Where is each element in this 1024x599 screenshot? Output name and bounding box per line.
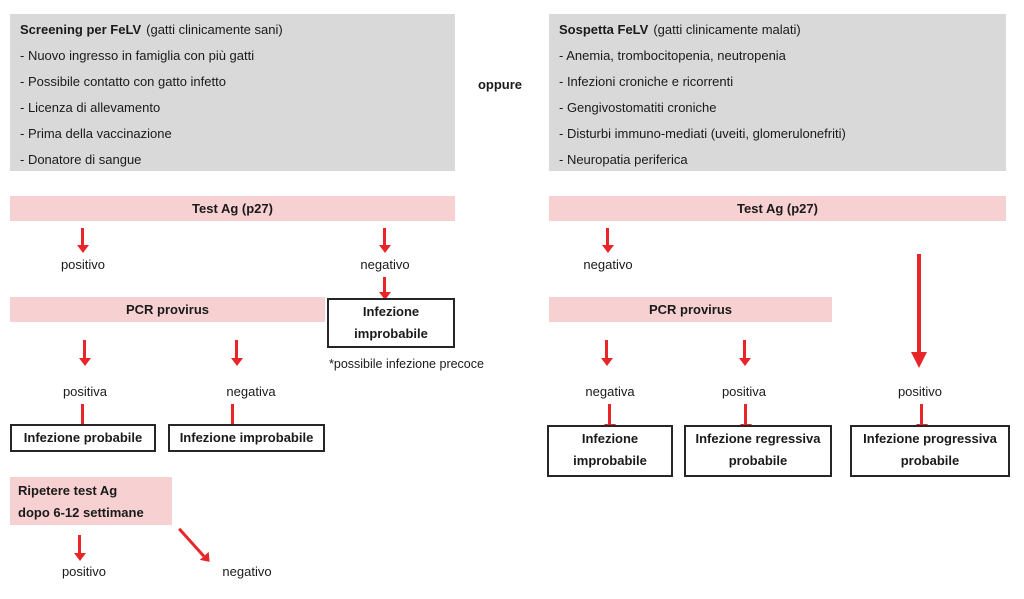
label-repeat-negativo: negativo — [222, 564, 272, 579]
infection-regressive-box: Infezione regressiva probabile — [684, 425, 832, 477]
screening-item: - Prima della vaccinazione — [20, 126, 172, 141]
arrow-testag-negative-right — [606, 228, 609, 245]
arrow-testag-negative-left — [383, 228, 386, 245]
screening-item: - Possibile contatto con gatto infetto — [20, 74, 226, 89]
label-pcr-positiva-left: positiva — [62, 384, 108, 399]
label-pcr-negativa-right: negativa — [585, 384, 635, 399]
suspect-subtitle: (gatti clinicamente malati) — [653, 22, 801, 37]
repeat-test-line1: Ripetere test Ag — [18, 483, 118, 498]
infection-improbable-early-line2: improbabile — [354, 326, 428, 341]
oppure-label: oppure — [477, 77, 523, 92]
repeat-test-line2: dopo 6-12 settimane — [18, 505, 144, 520]
arrow-pcr-negative-left — [235, 340, 238, 358]
screening-criteria-box: Screening per FeLV (gatti clinicamente sa… — [10, 14, 455, 171]
early-infection-footnote: *possibile infezione precoce — [329, 357, 484, 371]
repeat-test-box: Ripetere test Ag dopo 6-12 settimane — [10, 477, 172, 525]
screening-item: - Licenza di allevamento — [20, 100, 161, 115]
label-testag-negativo-right: negativo — [583, 257, 633, 272]
arrow-to-regressive-box — [744, 404, 747, 424]
arrow-to-improbable-box-left — [231, 404, 234, 424]
screening-subtitle: (gatti clinicamente sani) — [146, 22, 283, 37]
label-pcr-positiva-right: positiva — [721, 384, 767, 399]
label-testag-negativo-left: negativo — [360, 257, 410, 272]
label-testag-positivo-right: positivo — [897, 384, 943, 399]
infection-improbable-right-line2: improbabile — [573, 453, 647, 468]
arrow-to-probable-box — [81, 404, 84, 424]
arrow-pcr-negative-right — [605, 340, 608, 358]
suspect-item: - Gengivostomatiti croniche — [559, 100, 717, 115]
label-testag-positivo-left: positivo — [60, 257, 106, 272]
arrow-testag-positive-left — [81, 228, 84, 245]
label-repeat-positivo: positivo — [61, 564, 107, 579]
arrow-repeat-positive — [78, 535, 81, 553]
infection-progressive-box: Infezione progressiva probabile — [850, 425, 1010, 477]
arrow-to-progressive-box — [920, 404, 923, 424]
test-ag-bar-right: Test Ag (p27) — [549, 196, 1006, 221]
arrow-negative-to-improbable-early — [383, 277, 386, 292]
infection-regressive-line2: probabile — [728, 453, 788, 468]
arrow-testag-positive-right-long — [917, 254, 921, 352]
infection-improbable-early-line1: Infezione — [362, 304, 420, 319]
suspect-item: - Anemia, trombocitopenia, neutropenia — [559, 48, 786, 63]
screening-item: - Nuovo ingresso in famiglia con più gat… — [20, 48, 255, 63]
infection-improbable-box-right: Infezione improbabile — [547, 425, 673, 477]
infection-probable-box: Infezione probabile — [10, 424, 156, 452]
suspect-title: Sospetta FeLV — [559, 22, 649, 37]
infection-progressive-line2: probabile — [900, 453, 960, 468]
suspect-item: - Disturbi immuno-mediati (uveiti, glome… — [559, 126, 846, 141]
arrow-to-improbable-box-right — [608, 404, 611, 424]
arrow-pcr-positive-left — [83, 340, 86, 358]
arrow-pcr-positive-right — [743, 340, 746, 358]
pcr-provirus-bar-right: PCR provirus — [549, 297, 832, 322]
infection-improbable-right-line1: Infezione — [581, 431, 639, 446]
suspect-title-line: Sospetta FeLV (gatti clinicamente malati) — [559, 17, 1006, 43]
infection-regressive-line1: Infezione regressiva — [695, 431, 821, 446]
screening-title-line: Screening per FeLV (gatti clinicamente sa… — [20, 17, 455, 43]
test-ag-bar-left: Test Ag (p27) — [10, 196, 455, 221]
suspect-item: - Infezioni croniche e ricorrenti — [559, 74, 734, 89]
infection-improbable-early-box: Infezione improbabile — [327, 298, 455, 348]
screening-title: Screening per FeLV — [20, 22, 142, 37]
infection-progressive-line1: Infezione progressiva — [863, 431, 997, 446]
infection-improbable-box-left: Infezione improbabile — [168, 424, 325, 452]
label-pcr-negativa-left: negativa — [226, 384, 276, 399]
screening-item: - Donatore di sangue — [20, 152, 142, 167]
suspect-criteria-box: Sospetta FeLV (gatti clinicamente malati)… — [549, 14, 1006, 171]
arrow-repeat-negative-diagonal — [178, 527, 205, 558]
suspect-item: - Neuropatia periferica — [559, 152, 688, 167]
pcr-provirus-bar-left: PCR provirus — [10, 297, 325, 322]
